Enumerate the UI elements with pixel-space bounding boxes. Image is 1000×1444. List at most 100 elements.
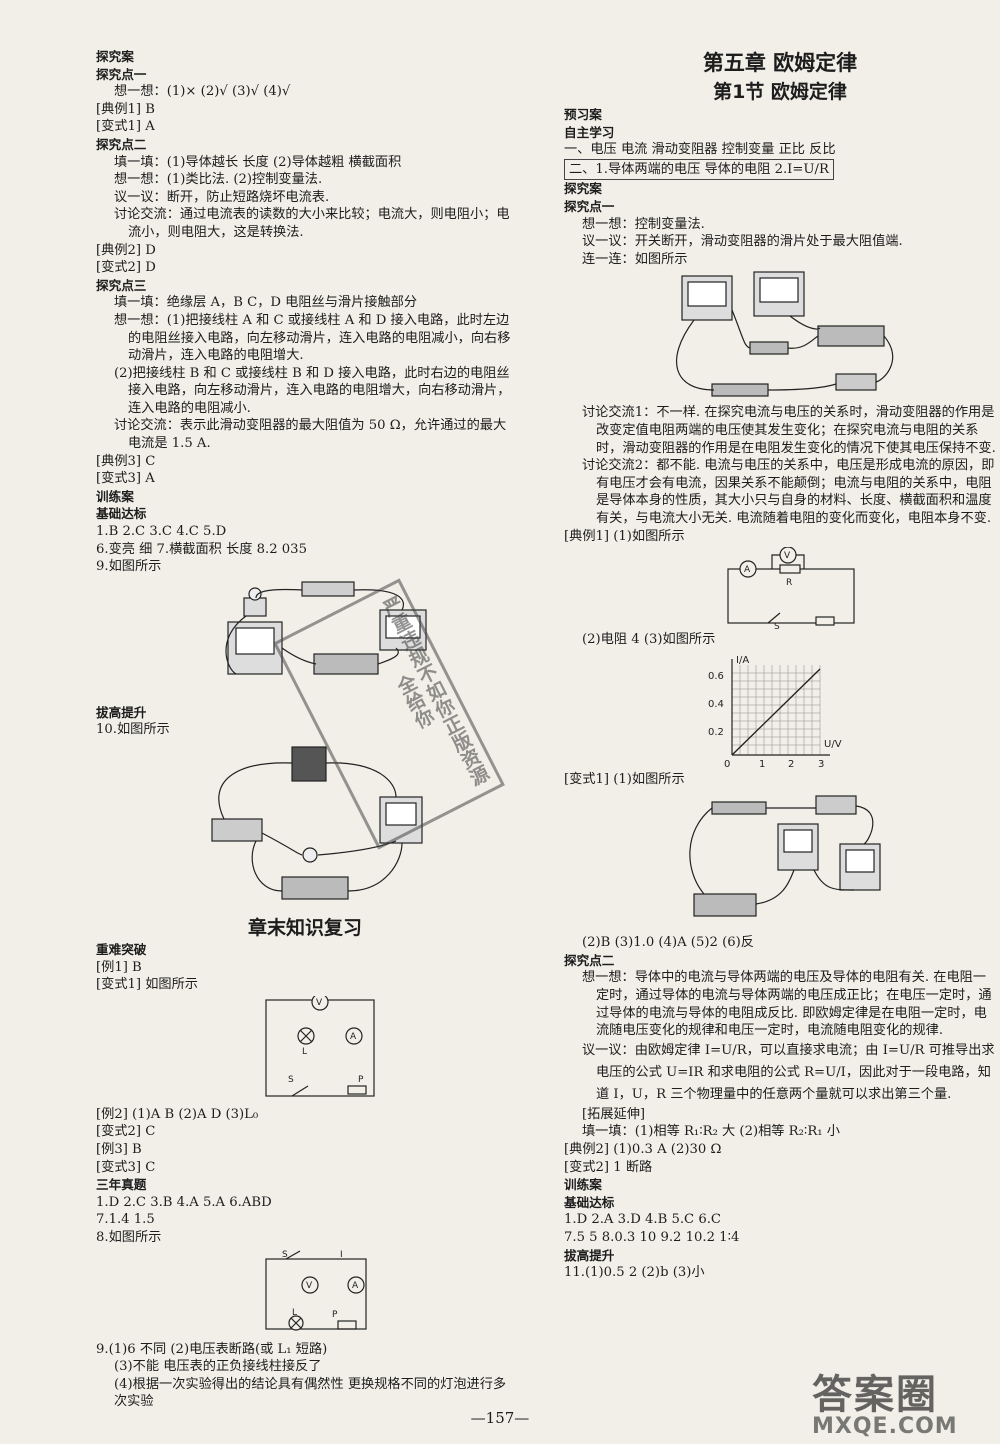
answer-line: 9.(1)6 不同 (2)电压表断路(或 L₁ 短路) [96, 1341, 328, 1357]
answer-line: 连一连：如图所示 [582, 251, 688, 267]
answer-line: 7.5 5 8.0.3 10 9.2 10.2 1∶4 [564, 1230, 740, 1245]
iu-graph: I/A U/V 0.6 0.4 0.2 0 1 2 3 [708, 655, 842, 769]
section-title: 第1节 欧姆定律 [713, 81, 847, 103]
answer-line: 10.如图所示 [96, 722, 170, 738]
svg-text:S: S [288, 1075, 294, 1085]
answer-line: [典例3] C [96, 453, 156, 469]
svg-text:S: S [774, 622, 780, 629]
answer-line: (3)不能 电压表的正负接线柱接反了 [114, 1359, 322, 1375]
answer-line: [变式2] 1 断路 [564, 1159, 653, 1175]
answer-line: 7.1.4 1.5 [96, 1212, 155, 1228]
answer-paragraph: 讨论交流：表示此滑动变阻器的最大阻值为 50 Ω，允许通过的最大电流是 1.5 … [114, 418, 507, 452]
watermark-title: 答案圈 [812, 1372, 938, 1418]
heading-jichu: 基础达标 [564, 1194, 615, 1210]
answer-paragraph: 议一议：由欧姆定律 I=U/R，可以直接求电流；由 I=U/R 可推导出求电压的… [582, 1042, 995, 1102]
answer-line: 填一填：(1)导体越长 长度 (2)导体越粗 横截面积 [114, 154, 402, 170]
y-tick: 0.2 [708, 727, 724, 738]
heading-jichu: 基础达标 [96, 506, 147, 522]
svg-text:V: V [316, 998, 323, 1008]
answer-line: [典例2] D [96, 242, 156, 258]
answer-line: [变式2] C [96, 1124, 156, 1140]
answer-line: 一、电压 电流 滑动变阻器 控制变量 正比 反比 [564, 142, 836, 158]
heading-bagao: 拔高提升 [96, 704, 147, 720]
heading-yuxi: 预习案 [564, 107, 602, 122]
answer-line: 填一填：绝缘层 A，B C，D 电阻丝与滑片接触部分 [114, 295, 418, 311]
answer-line: 11.(1)0.5 2 (2)b (3)小 [564, 1265, 705, 1281]
heading-bagao: 拔高提升 [564, 1247, 615, 1263]
answer-line: [变式1] 如图所示 [96, 977, 198, 993]
answer-paragraph: 想一想：(1)把接线柱 A 和 C 或接线柱 A 和 D 接入电路，此时左边的电… [114, 312, 511, 364]
circuit-diagram-q9 [225, 581, 427, 675]
circuit-diagram-q10 [211, 746, 423, 900]
answer-line: 议一议：开关断开，滑动变阻器的滑片处于最大阻值端. [582, 234, 903, 250]
y-tick: 0.6 [708, 671, 724, 682]
svg-text:L: L [292, 1308, 297, 1318]
answer-line: [典例1] (1)如图所示 [564, 528, 685, 544]
heading-tanjiuan: 探究案 [96, 49, 134, 64]
heading-xunlianan: 训练案 [96, 488, 134, 504]
answer-line: [变式1] (1)如图所示 [564, 771, 685, 787]
heading-zizhu: 自主学习 [564, 124, 615, 140]
answer-line: 9.如图所示 [96, 559, 162, 575]
answer-line: [变式3] C [96, 1159, 156, 1175]
answer-line: 想一想：(1)类比法. (2)控制变量法. [114, 172, 323, 188]
heading-zhongnan: 重难突破 [96, 942, 147, 957]
circuit-diagram-lianyilian [676, 271, 894, 397]
heading-tanjiuan: 探究案 [564, 181, 602, 197]
answer-line: [例3] B [96, 1141, 142, 1157]
x-tick: 1 [759, 759, 765, 769]
svg-text:R: R [786, 578, 792, 588]
heading-point2: 探究点二 [564, 952, 615, 968]
answer-paragraph: (2)把接线柱 B 和 C 或接线柱 B 和 D 接入电路，此时右边的电阻丝接入… [114, 365, 511, 416]
answer-line: 1.D 2.A 3.D 4.B 5.C 6.C [564, 1212, 721, 1228]
circuit-schematic-dianli1: A V R S [727, 547, 855, 629]
heading-point1: 探究点一 [564, 198, 615, 214]
answer-line: [变式2] D [96, 260, 156, 276]
answer-line: (2)电阻 4 (3)如图所示 [582, 632, 716, 648]
svg-text:A: A [352, 1281, 359, 1291]
answer-line: [例2] (1)A B (2)A D (3)L₀ [96, 1106, 259, 1122]
answer-line: [变式3] A [96, 471, 155, 487]
answer-line: (2)B (3)1.0 (4)A (5)2 (6)反 [582, 935, 754, 951]
answer-line: 议一议：断开，防止短路烧坏电流表. [114, 189, 330, 205]
heading-point3: 探究点三 [96, 277, 147, 293]
svg-text:L: L [302, 1047, 307, 1057]
boxed-answer: 二、1.导体两端的电压 导体的电阻 2.I=U/R [564, 158, 834, 181]
circuit-diagram-bianshi1 [689, 795, 881, 917]
svg-text:P: P [358, 1075, 364, 1085]
x-tick: 2 [788, 759, 794, 769]
right-column: 第五章 欧姆定律 第1节 欧姆定律 预习案 自主学习 一、电压 电流 滑动变阻器… [564, 48, 996, 1282]
answer-line: 1.B 2.C 3.C 4.C 5.D [96, 524, 227, 540]
answer-paragraph: 讨论交流1：不一样. 在探究电流与电压的关系时，滑动变阻器的作用是改变定值电阻两… [582, 405, 996, 456]
y-axis-label: I/A [736, 655, 749, 666]
answer-line: 8.如图所示 [96, 1229, 162, 1245]
circuit-schematic-review: V A L S P [265, 995, 375, 1097]
page-number: —157— [470, 1409, 530, 1427]
answer-line: [典例1] B [96, 101, 155, 117]
answer-line: [典例2] (1)0.3 A (2)30 Ω [564, 1142, 722, 1158]
answer-line: 1.D 2.C 3.B 4.A 5.A 6.ABD [96, 1194, 272, 1210]
x-axis-label: U/V [824, 739, 842, 750]
answer-line: 填一填：(1)相等 R₁∶R₂ 大 (2)相等 R₂∶R₁ 小 [582, 1124, 840, 1140]
svg-text:I: I [340, 1250, 343, 1260]
watermark-url: MXQE.COM [812, 1414, 958, 1439]
answer-line: 6.变亮 细 7.横截面积 长度 8.2 035 [96, 541, 307, 557]
svg-text:S: S [282, 1250, 288, 1260]
chapter-title: 第五章 欧姆定律 [702, 51, 858, 75]
chapter-review-title: 章末知识复习 [247, 917, 362, 939]
svg-text:P: P [332, 1310, 338, 1320]
answer-paragraph: 讨论交流：通过电流表的读数的大小来比较；电流大，则电阻小；电流小，则电阻大，这是… [114, 207, 510, 240]
heading-point2: 探究点二 [96, 136, 147, 152]
svg-text:A: A [744, 565, 751, 575]
watermark-logo: 答案圈 MXQE.COM [812, 1362, 958, 1439]
left-column: 探究案 探究点一 想一想：(1)× (2)√ (3)√ (4)√ [典例1] B… [96, 48, 514, 1411]
answer-line: 想一想：控制变量法. [582, 216, 705, 232]
y-tick: 0.4 [708, 699, 724, 710]
answer-line: [拓展延伸] [582, 1106, 646, 1122]
answer-paragraph: 想一想：导体中的电流与导体两端的电压及导体的电阻有关. 在电阻一定时，通过导体的… [582, 970, 992, 1039]
answer-line: [例1] B [96, 959, 142, 975]
svg-text:V: V [784, 551, 791, 561]
answer-paragraph: 讨论交流2：都不能. 电流与电压的关系中，电压是形成电流的原因，即有电压才会有电… [582, 458, 995, 526]
circuit-schematic-q8: V A S I L P [265, 1250, 367, 1331]
svg-text:V: V [306, 1281, 313, 1291]
